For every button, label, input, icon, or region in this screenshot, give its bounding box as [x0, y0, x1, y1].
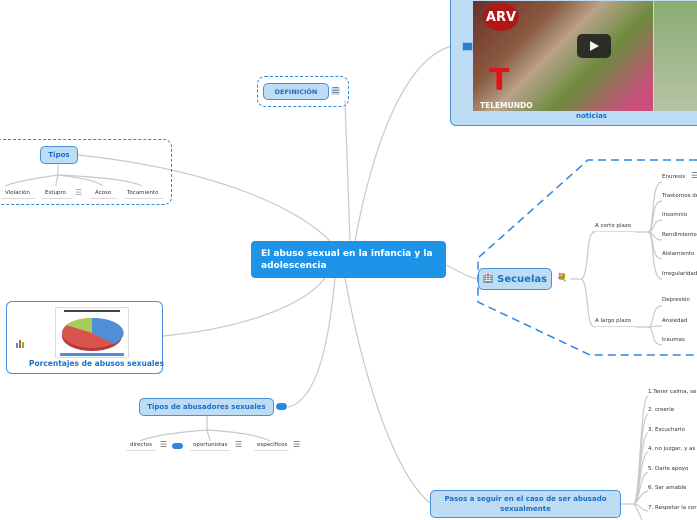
pasos-leaf[interactable]: 6. Ser amable — [648, 485, 687, 491]
leaf-underline — [254, 450, 289, 451]
definicion-label: DEFINICIÓN — [274, 87, 318, 96]
monitor-icon — [462, 42, 473, 51]
telemundo-logo-icon: T — [489, 63, 510, 98]
notes-icon[interactable]: ☰ — [331, 86, 341, 95]
pasos-leaf[interactable]: 5. Darle apoyo — [648, 466, 689, 472]
definicion-node[interactable]: DEFINICIÓN — [263, 83, 329, 100]
leaf-underline — [42, 198, 72, 199]
central-topic[interactable]: El abuso sexual en la infancia y la adol… — [251, 241, 446, 278]
corto-leaf[interactable]: Rendimiento — [662, 232, 697, 238]
link-icon[interactable] — [172, 443, 183, 449]
pasos-node[interactable]: Pasos a seguir en el caso de ser abusado… — [430, 490, 621, 518]
notes-icon[interactable]: ☰ — [160, 440, 168, 449]
tipos-boundary — [0, 139, 172, 205]
pie-chart-thumbnail[interactable] — [55, 307, 129, 358]
pasos-label: Pasos a seguir en el caso de ser abusado… — [444, 495, 607, 513]
pasos-leaf[interactable]: 4. no juzgar, y as — [648, 446, 696, 452]
abusadores-leaf[interactable]: directos — [130, 442, 152, 448]
corto-leaf[interactable]: Irregularidad — [662, 271, 697, 277]
pasos-leaf[interactable]: 2. creerle — [648, 407, 675, 413]
leaf-underline — [124, 198, 164, 199]
video-thumbnail[interactable]: ARV T TELEMUNDO — [473, 1, 653, 111]
largo-plazo-node[interactable]: A largo plazo — [595, 318, 631, 324]
pasos-leaf[interactable]: 1.Tener calma, se — [648, 389, 697, 395]
tipos-leaf[interactable]: Estupro — [45, 190, 66, 196]
leaf-underline — [126, 450, 156, 451]
largo-leaf[interactable]: Depresión — [662, 297, 690, 303]
flowers-icon: 💐 — [557, 273, 567, 282]
corto-leaf[interactable]: Insomnio — [662, 212, 688, 218]
notes-icon[interactable]: ☰ — [75, 188, 83, 197]
abusadores-leaf[interactable]: oportunistas — [193, 442, 228, 448]
largo-leaf[interactable]: Ansiedad — [662, 318, 688, 324]
leaf-underline — [2, 198, 36, 199]
largo-leaf[interactable]: traumas — [662, 337, 685, 343]
play-icon — [590, 41, 599, 51]
pasos-leaf[interactable]: 3. Escucharlo — [648, 427, 685, 433]
tipos-node[interactable]: Tipos — [40, 146, 78, 164]
pasos-leaf[interactable]: 7. Respetar la cor — [648, 505, 697, 511]
corto-plazo-node[interactable]: A corto plazo — [595, 223, 632, 229]
corto-leaf[interactable]: Aislamiento — [662, 251, 695, 257]
tipos-leaf[interactable]: Acoso — [95, 190, 112, 196]
network-label: TELEMUNDO — [480, 101, 533, 110]
link-icon[interactable] — [276, 403, 287, 410]
corto-leaf[interactable]: Trastornos de — [662, 193, 697, 199]
hospital-icon: 🏥 — [482, 274, 495, 284]
noticias-label: noticias — [576, 112, 607, 120]
abusadores-leaf[interactable]: específicos — [257, 442, 288, 448]
noticias-card[interactable]: ARV T TELEMUNDO noticias — [450, 0, 697, 126]
porcentajes-card[interactable]: Porcentajes de abusos sexuales — [6, 301, 165, 374]
central-title: El abuso sexual en la infancia y la adol… — [261, 249, 433, 271]
tipos-leaf[interactable]: Tocamiento — [127, 190, 159, 196]
bar-chart-icon — [16, 333, 25, 348]
leaf-underline — [592, 231, 635, 232]
tipos-label: Tipos — [48, 151, 70, 159]
notes-icon[interactable]: ☰ — [691, 171, 697, 180]
notes-icon[interactable]: ☰ — [235, 440, 243, 449]
notes-icon[interactable]: ☰ — [293, 440, 301, 449]
leaf-underline — [592, 326, 635, 327]
tipos-leaf[interactable]: Violación — [5, 190, 30, 196]
video-thumbnail-next[interactable] — [654, 1, 697, 111]
arv-logo: ARV — [483, 3, 519, 31]
abusadores-label: Tipos de abusadores sexuales — [147, 403, 266, 411]
corto-leaf[interactable]: Enuresis — [662, 174, 686, 180]
leaf-underline — [91, 198, 117, 199]
abusadores-node[interactable]: Tipos de abusadores sexuales — [139, 398, 274, 416]
porcentajes-label: Porcentajes de abusos sexuales — [29, 359, 165, 368]
leaf-underline — [190, 450, 230, 451]
secuelas-node[interactable]: 🏥 Secuelas — [478, 268, 552, 290]
play-button[interactable] — [577, 34, 611, 58]
definicion-boundary — [257, 76, 349, 107]
secuelas-label: Secuelas — [497, 273, 548, 285]
